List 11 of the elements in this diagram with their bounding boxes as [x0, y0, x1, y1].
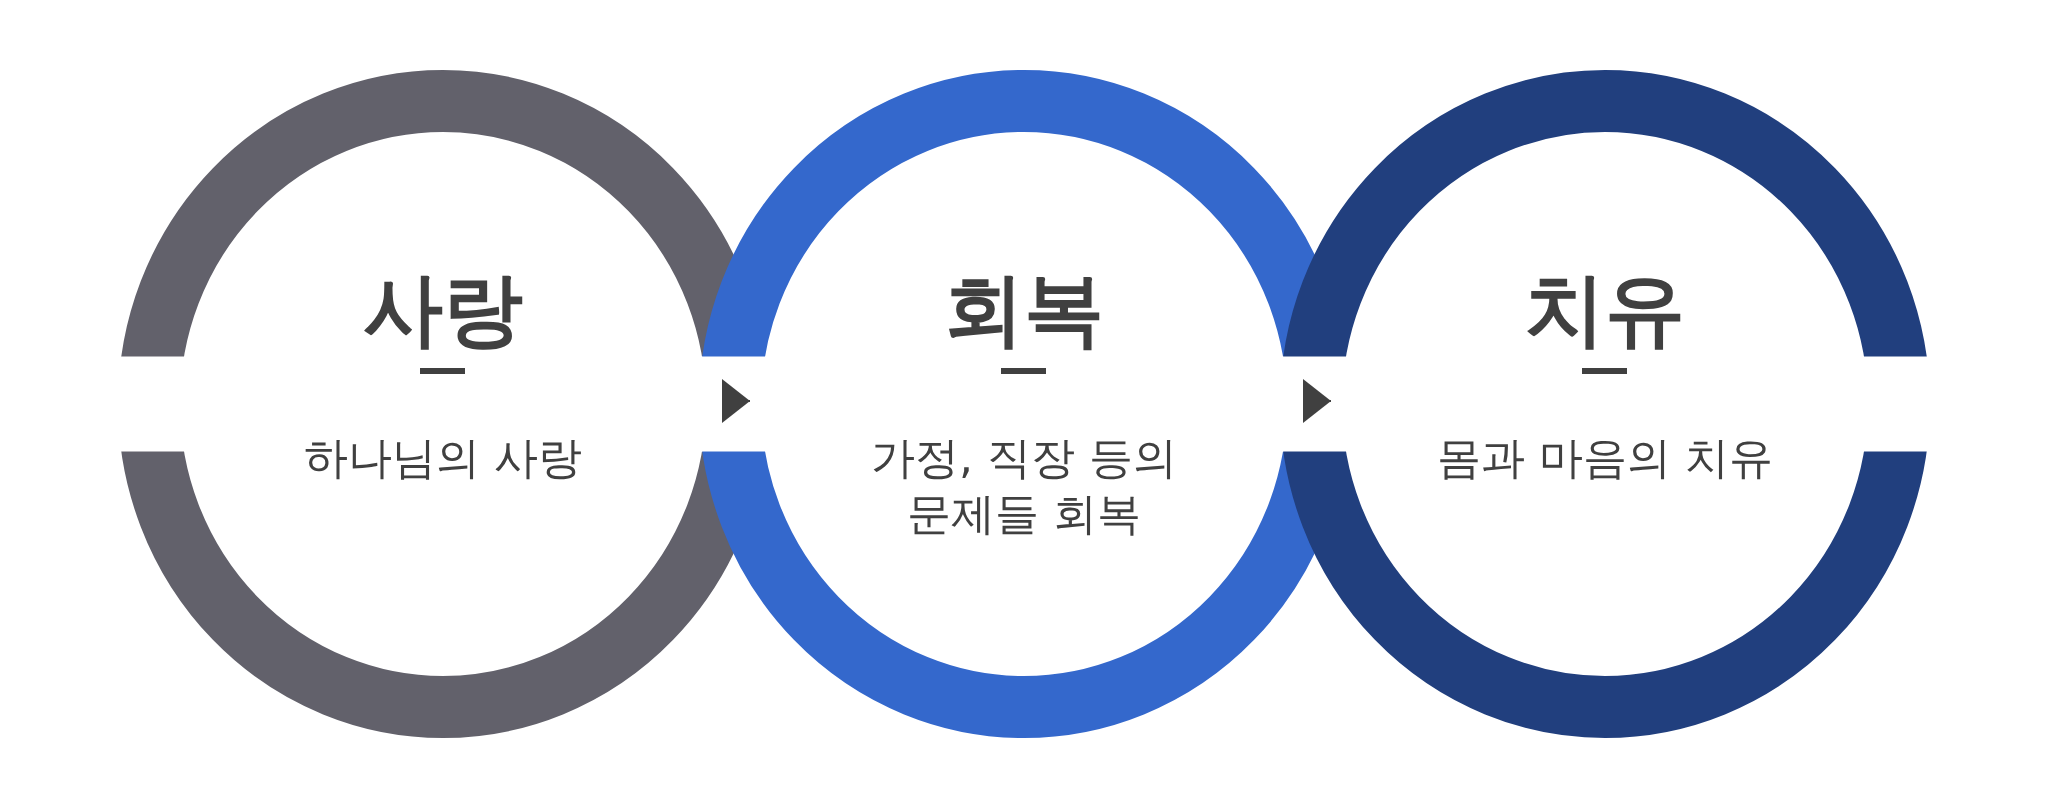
arrow [1302, 379, 1332, 423]
ring-node [1280, 69, 1930, 738]
arrow [721, 379, 751, 423]
step-description: 하나님의 사랑 [304, 430, 582, 485]
step-title: 치유 [1525, 261, 1685, 358]
ring-node [118, 69, 734, 738]
step-description: 몸과 마음의 치유 [1437, 430, 1773, 485]
step-title: 사랑 [363, 261, 523, 358]
step-description: 가정, 직장 등의 문제들 회복 [870, 430, 1178, 541]
ring-node [699, 69, 1315, 738]
step-title: 회복 [944, 261, 1104, 358]
